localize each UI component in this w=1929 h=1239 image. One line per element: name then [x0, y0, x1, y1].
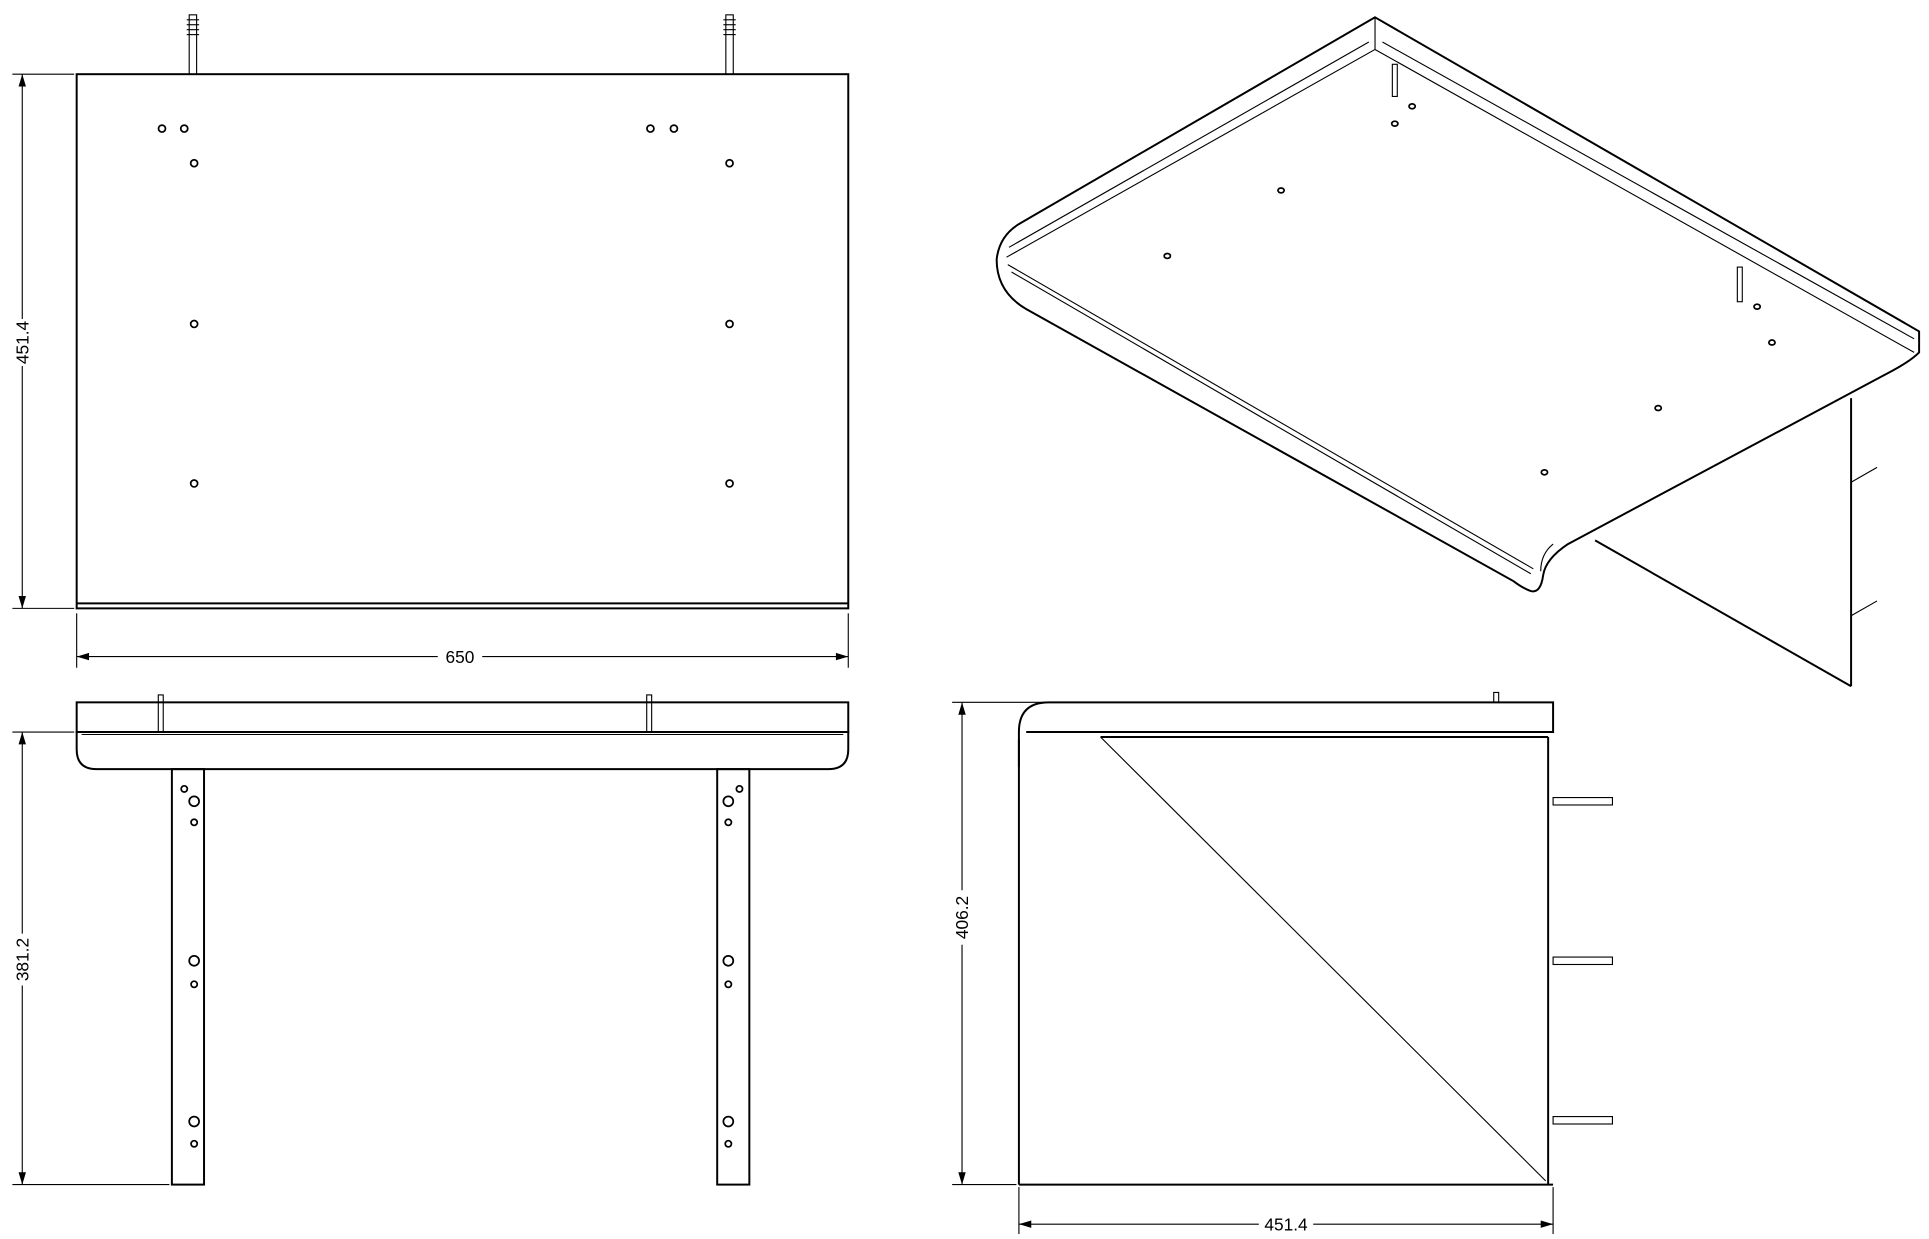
wall-anchor-top-right — [723, 14, 736, 75]
left-bracket — [170, 768, 206, 1186]
width-dimension: 650 — [76, 613, 849, 668]
plan-view: 451.4 650 — [12, 14, 850, 668]
wall-anchor-top-left — [186, 14, 200, 75]
width-label: 650 — [446, 647, 475, 667]
side-depth-label: 451.4 — [1264, 1214, 1308, 1234]
right-bracket — [716, 768, 751, 1186]
height-dimension: 381.2 — [12, 731, 170, 1186]
height-label: 381.2 — [12, 938, 32, 981]
side-depth-dimension: 451.4 — [1018, 1187, 1554, 1234]
depth-dimension: 451.4 — [12, 73, 75, 609]
depth-label: 451.4 — [12, 321, 32, 365]
iso-holes — [1163, 63, 1776, 476]
mounting-holes — [157, 124, 734, 488]
side-height-label: 406.2 — [952, 896, 972, 939]
side-height-dimension: 406.2 — [952, 701, 1047, 1186]
bracket — [1594, 398, 1878, 688]
wall-anchors — [1552, 797, 1613, 1125]
front-view: 381.2 — [12, 694, 850, 1186]
isometric-view — [995, 16, 1921, 688]
side-view: 406.2 451.4 — [952, 691, 1613, 1234]
